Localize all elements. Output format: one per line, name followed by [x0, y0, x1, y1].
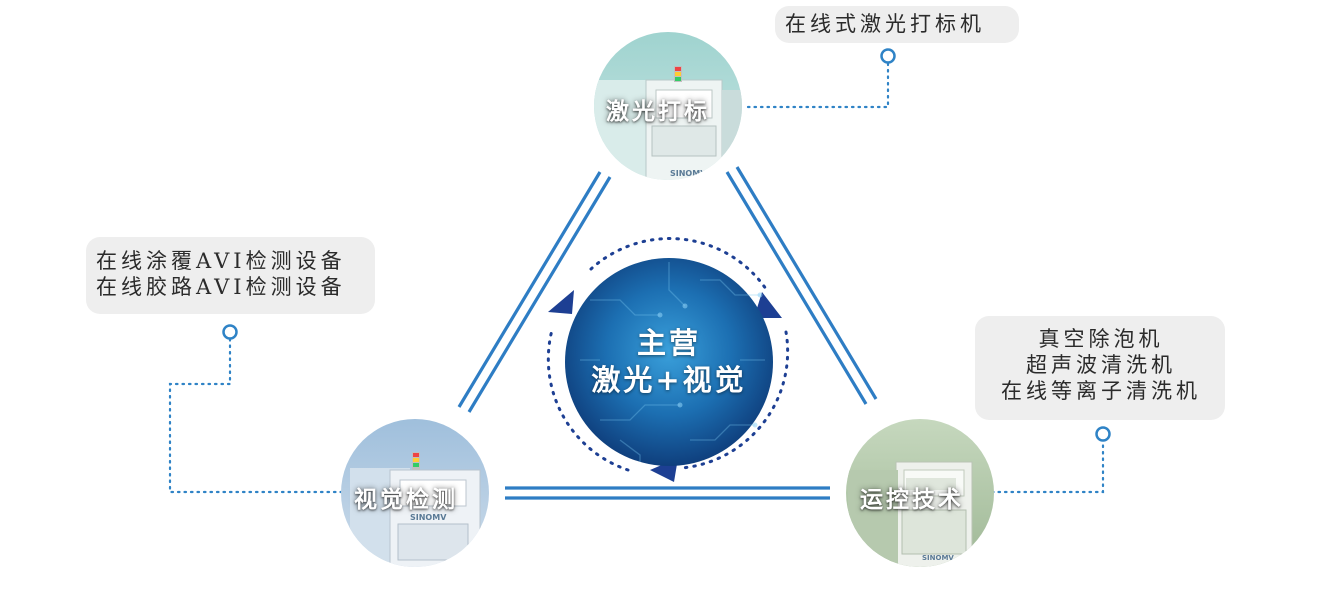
callout-vision: 在线涂覆AVI检测设备 在线胶路AVI检测设备	[86, 237, 375, 314]
leader-end-laser	[880, 48, 896, 64]
node-label-vision: 视觉检测	[354, 486, 458, 513]
node-vision-inspection: SINOMV	[341, 419, 489, 567]
center-hub	[565, 258, 773, 466]
leader-vision	[168, 335, 344, 494]
callout-laser: 在线式激光打标机	[775, 6, 1019, 43]
leader-end-vision	[222, 324, 238, 340]
connector-left-a	[457, 171, 602, 408]
connector-right-b	[735, 166, 878, 400]
vision-machine-brand: SINOMV	[410, 513, 447, 522]
leader-motion	[990, 439, 1105, 494]
center-title: 主营	[636, 326, 701, 360]
leader-laser	[746, 60, 890, 109]
leader-end-motion	[1095, 426, 1111, 442]
cycle-arrow-right-icon	[754, 292, 782, 318]
node-label-motion: 运控技术	[860, 486, 964, 513]
callout-vision-line: 在线涂覆AVI检测设备	[96, 249, 346, 273]
callout-vision-line: 在线胶路AVI检测设备	[96, 275, 346, 299]
cycle-arrow-left-icon	[548, 290, 574, 314]
motion-machine-brand: SINOMV	[922, 554, 954, 562]
connector-left-b	[467, 176, 612, 413]
node-motion-control: SINOMV	[846, 419, 994, 567]
triangle-connectors	[457, 166, 878, 500]
laser-machine-brand: SINOMV	[670, 169, 707, 178]
motion-machine-image: SINOMV	[848, 461, 973, 567]
vision-machine-image: SINOMV	[350, 452, 481, 567]
callout-motion-line: 在线等离子清洗机	[1001, 379, 1201, 403]
node-label-laser: 激光打标	[606, 98, 710, 125]
center-subtitle: 激光+视觉	[591, 363, 747, 397]
leader-endpoints	[222, 48, 1111, 442]
cycle-ring	[546, 237, 790, 482]
callout-motion-line: 超声波清洗机	[1026, 353, 1176, 377]
callout-laser-line: 在线式激光打标机	[785, 12, 985, 36]
callout-motion: 真空除泡机 超声波清洗机 在线等离子清洗机	[975, 316, 1225, 420]
connector-right-a	[725, 171, 868, 405]
callout-motion-line: 真空除泡机	[1038, 327, 1164, 351]
leader-lines	[168, 60, 1105, 494]
